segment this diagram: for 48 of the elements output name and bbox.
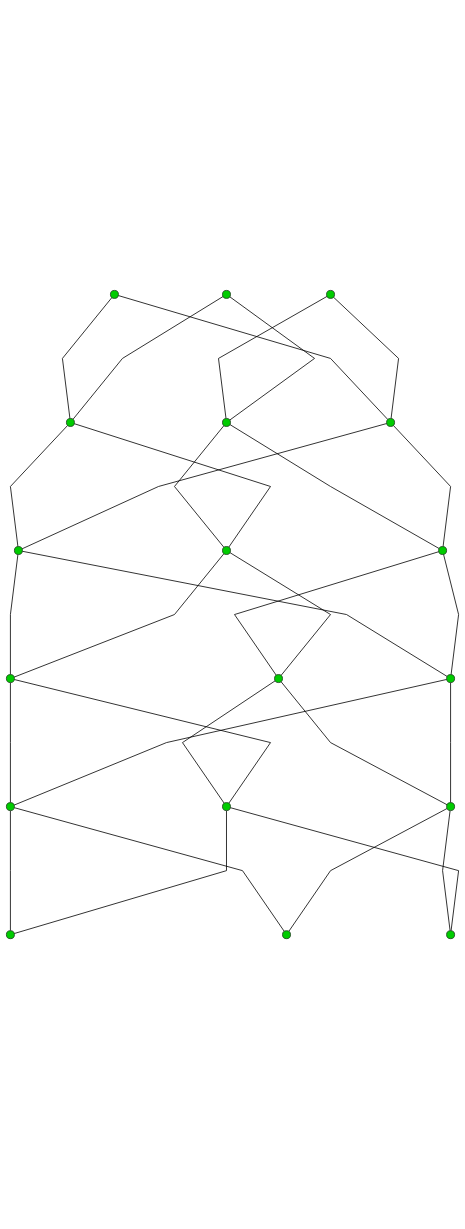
connector <box>10 682 11 803</box>
connector <box>229 807 459 932</box>
node-circle <box>446 930 455 940</box>
node-circle <box>326 289 335 299</box>
node-circle <box>222 418 231 427</box>
connector <box>21 423 388 550</box>
connector <box>117 295 389 420</box>
connector <box>443 553 459 675</box>
connector <box>280 681 448 806</box>
node-circle <box>446 802 455 811</box>
connector <box>13 810 227 934</box>
connector <box>10 810 11 932</box>
connector <box>234 551 440 676</box>
node-circle <box>438 546 447 555</box>
connector <box>13 679 271 804</box>
node-circle <box>6 930 15 940</box>
connector <box>174 425 225 548</box>
connector <box>229 552 331 676</box>
connector <box>182 680 276 804</box>
node-circle <box>6 802 15 811</box>
connector <box>442 810 451 932</box>
connector <box>13 679 448 806</box>
connector <box>13 807 285 932</box>
connector <box>13 553 225 678</box>
node-circle <box>222 802 231 811</box>
connector <box>229 424 440 549</box>
connector <box>10 424 69 547</box>
connector <box>62 297 113 419</box>
connector <box>229 296 315 421</box>
connector <box>21 550 448 677</box>
node-circle <box>14 546 23 555</box>
node-circle <box>386 418 395 427</box>
node-circle <box>282 930 291 940</box>
node-circle <box>274 674 283 683</box>
connector <box>333 296 399 419</box>
node-circle <box>446 674 455 683</box>
node-circle <box>6 674 15 683</box>
connector <box>392 424 451 547</box>
connector <box>10 554 19 675</box>
connector <box>288 808 448 932</box>
connector <box>72 296 224 420</box>
node-circle <box>222 546 231 555</box>
node-circle <box>110 289 119 299</box>
node-circle <box>222 289 231 299</box>
connector <box>218 295 328 419</box>
node-circle <box>66 418 75 427</box>
connector <box>73 423 271 548</box>
connector <box>450 682 451 803</box>
